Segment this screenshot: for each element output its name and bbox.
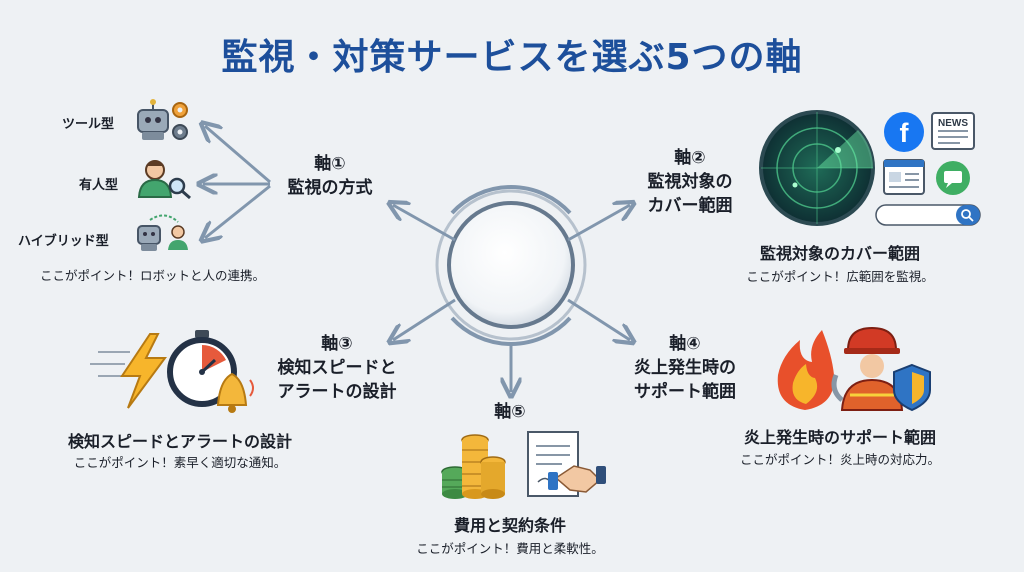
axis2-label: 軸② 監視対象の カバー範囲 (630, 146, 750, 218)
facebook-icon: f (884, 112, 924, 152)
axis3-title-line1: 検知スピードと (277, 358, 397, 378)
axis4-point: ここがポイント！炎上時の対応力。 (739, 452, 940, 467)
handshake-icon (548, 465, 606, 493)
type-tool-label: ツール型 (62, 117, 115, 132)
axis4-number: 軸④ (669, 334, 701, 354)
chat-bubble-icon (936, 161, 970, 195)
central-hub (435, 185, 587, 346)
axis1-point: ここがポイント！ロボットと人の連携。 (40, 268, 266, 283)
arrow-to-axis3 (393, 298, 456, 340)
shield-icon (893, 363, 931, 412)
arrow-to-axis2 (567, 205, 630, 242)
axis3-title-line2: アラートの設計 (277, 382, 397, 402)
radar-icon (759, 110, 875, 226)
bell-icon (216, 372, 254, 413)
axis1-title: 監視の方式 (287, 178, 373, 198)
arrow-to-hybrid-type (205, 184, 271, 238)
axis2-point: ここがポイント！広範囲を監視。 (746, 269, 934, 284)
axis5-heading: 費用と契約条件 (453, 516, 566, 535)
page-title: 監視・対策サービスを選ぶ5つの軸 (221, 37, 803, 78)
axis1-label: 軸① 監視の方式 (280, 152, 380, 200)
axis4-title-line1: 炎上発生時の (634, 358, 736, 378)
arrow-to-tool-type (205, 126, 271, 184)
axis2-title-line2: カバー範囲 (647, 196, 733, 216)
axis5-label: 軸⑤ (470, 400, 550, 424)
axis2-title-line1: 監視対象の (647, 172, 733, 192)
axis4-title-line2: サポート範囲 (634, 382, 736, 402)
axis3-label: 軸③ 検知スピードと アラートの設計 (262, 332, 412, 404)
axis3-point: ここがポイント！素早く適切な通知。 (73, 455, 287, 470)
news-label: NEWS (938, 118, 968, 129)
search-bar-icon (875, 204, 981, 226)
axis5-number: 軸⑤ (494, 402, 526, 422)
stopwatch-icon (167, 330, 237, 407)
axis1-number: 軸① (314, 154, 346, 174)
person-magnifier-icon (137, 160, 191, 200)
lightning-icon (90, 333, 167, 409)
axis3-heading: 検知スピードとアラートの設計 (67, 432, 292, 451)
type-human-label: 有人型 (79, 178, 119, 193)
coins-icon (441, 434, 506, 499)
axis4-heading: 炎上発生時のサポート範囲 (743, 428, 936, 447)
axis3-number: 軸③ (321, 334, 353, 354)
type-hybrid-label: ハイブリッド型 (18, 234, 109, 249)
svg-text:f: f (900, 118, 910, 148)
arrow-to-axis4 (567, 298, 630, 340)
axis4-label: 軸④ 炎上発生時の サポート範囲 (620, 332, 750, 404)
axis2-number: 軸② (674, 148, 706, 168)
news-icon (931, 112, 975, 150)
web-page-icon (883, 159, 925, 195)
robot-person-icon (137, 214, 188, 251)
robot-gear-icon (137, 99, 188, 140)
axis2-heading: 監視対象のカバー範囲 (759, 244, 920, 263)
flame-icon (777, 330, 835, 410)
arrow-to-axis1 (393, 205, 456, 242)
firefighter-icon (831, 326, 904, 411)
axis5-point: ここがポイント！費用と柔軟性。 (416, 541, 604, 556)
